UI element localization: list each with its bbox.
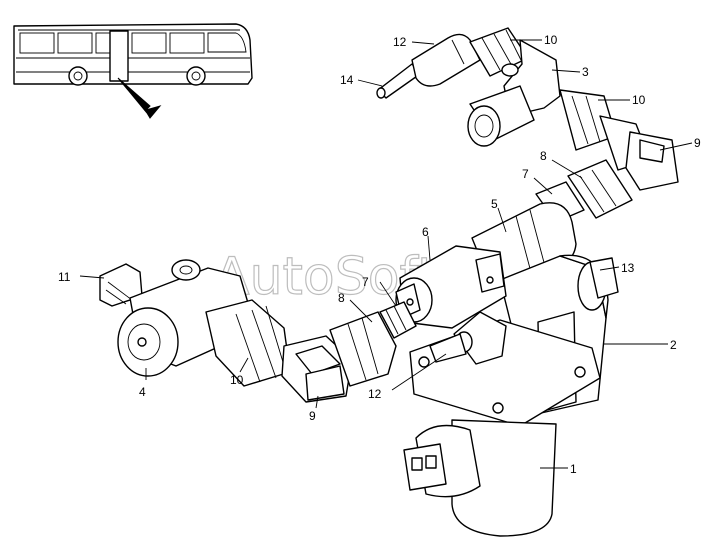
callout-5: 5 bbox=[491, 197, 498, 211]
callout-4: 4 bbox=[139, 385, 146, 399]
callout-13: 13 bbox=[621, 261, 635, 275]
nut-8-lower bbox=[329, 311, 397, 387]
callout-7-lower: 7 bbox=[362, 275, 369, 289]
callout-2: 2 bbox=[670, 338, 677, 352]
callout-9-top: 9 bbox=[694, 136, 701, 150]
elbow-9-bottom bbox=[281, 335, 353, 403]
callout-10-right: 10 bbox=[632, 93, 646, 107]
callout-3: 3 bbox=[582, 65, 589, 79]
callout-10-left: 10 bbox=[230, 373, 244, 387]
bus-locator-icon bbox=[13, 23, 253, 119]
elbow-9-top bbox=[625, 131, 679, 191]
callout-labels: 12 14 10 3 10 9 8 7 5 6 13 2 1 7 8 11 4 … bbox=[58, 33, 701, 476]
callout-12-center: 12 bbox=[368, 387, 382, 401]
callout-8-lower: 8 bbox=[338, 291, 345, 305]
location-arrow-icon bbox=[117, 77, 162, 119]
fitting-12-center bbox=[429, 311, 507, 365]
callout-14: 14 bbox=[340, 73, 354, 87]
callout-8-upper: 8 bbox=[540, 149, 547, 163]
tee-3 bbox=[467, 39, 561, 147]
callout-1: 1 bbox=[570, 462, 577, 476]
callout-10-top: 10 bbox=[544, 33, 558, 47]
tube-14 bbox=[376, 63, 421, 99]
leader-lines bbox=[79, 39, 693, 469]
callout-11: 12 bbox=[393, 35, 407, 49]
housing-1 bbox=[403, 419, 557, 537]
callout-12-left: 11 bbox=[58, 270, 71, 284]
nut-10-left bbox=[205, 299, 291, 387]
callout-9-bottom: 9 bbox=[309, 409, 316, 423]
callout-6: 6 bbox=[422, 225, 429, 239]
callout-7-upper: 7 bbox=[522, 167, 529, 181]
